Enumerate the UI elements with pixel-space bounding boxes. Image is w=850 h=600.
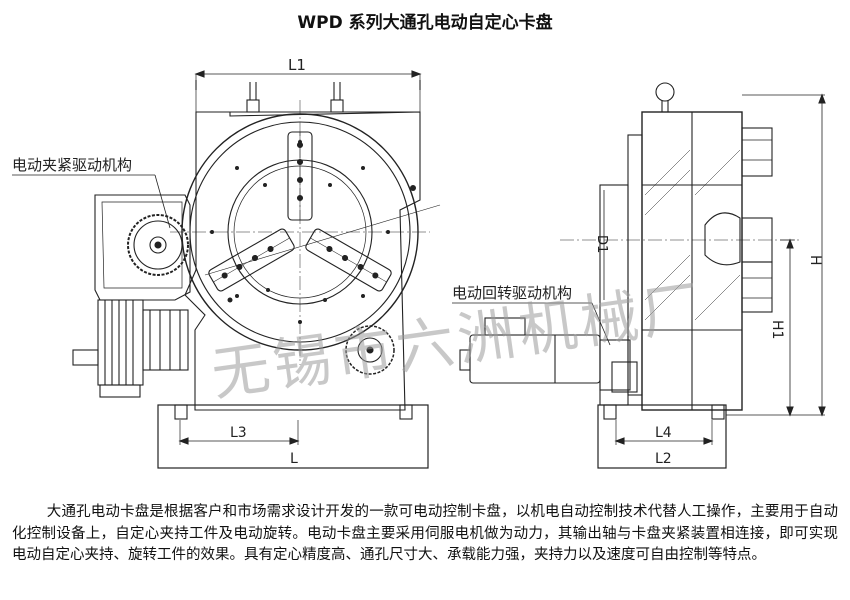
dim-L: L — [290, 451, 298, 467]
drive-gear — [127, 214, 189, 276]
dim-D1: D1 — [594, 235, 609, 253]
clamp-drive-housing — [94, 194, 191, 301]
side-view: L4 L2 D1 H H1 电动回转驱动机构 — [452, 82, 826, 469]
page-title: WPD 系列大通孔电动自定心卡盘 — [297, 13, 553, 33]
jaw-left — [208, 228, 295, 292]
jaw-right — [305, 228, 392, 292]
front-view: L1 — [12, 56, 441, 469]
clamp-drive-motor — [72, 299, 189, 398]
dim-L1: L1 — [288, 56, 306, 74]
dim-H1: H1 — [769, 320, 785, 339]
label-rotary-drive: 电动回转驱动机构 — [452, 284, 572, 302]
technical-drawing: L1 — [12, 56, 826, 469]
eye-bolts — [246, 82, 344, 113]
dim-L2: L2 — [655, 451, 672, 467]
rotary-servo-motor — [459, 317, 638, 393]
label-clamp-drive: 电动夹紧驱动机构 — [12, 156, 132, 174]
dim-H: H — [807, 255, 823, 266]
rotary-pinion — [345, 325, 395, 375]
dim-L3: L3 — [230, 425, 247, 441]
dim-L4: L4 — [655, 425, 672, 441]
jaw-top — [287, 131, 313, 221]
product-description: 大通孔电动卡盘是根据客户和市场需求设计开发的一款可电动控制卡盘，以机电自动控制技… — [12, 504, 838, 563]
